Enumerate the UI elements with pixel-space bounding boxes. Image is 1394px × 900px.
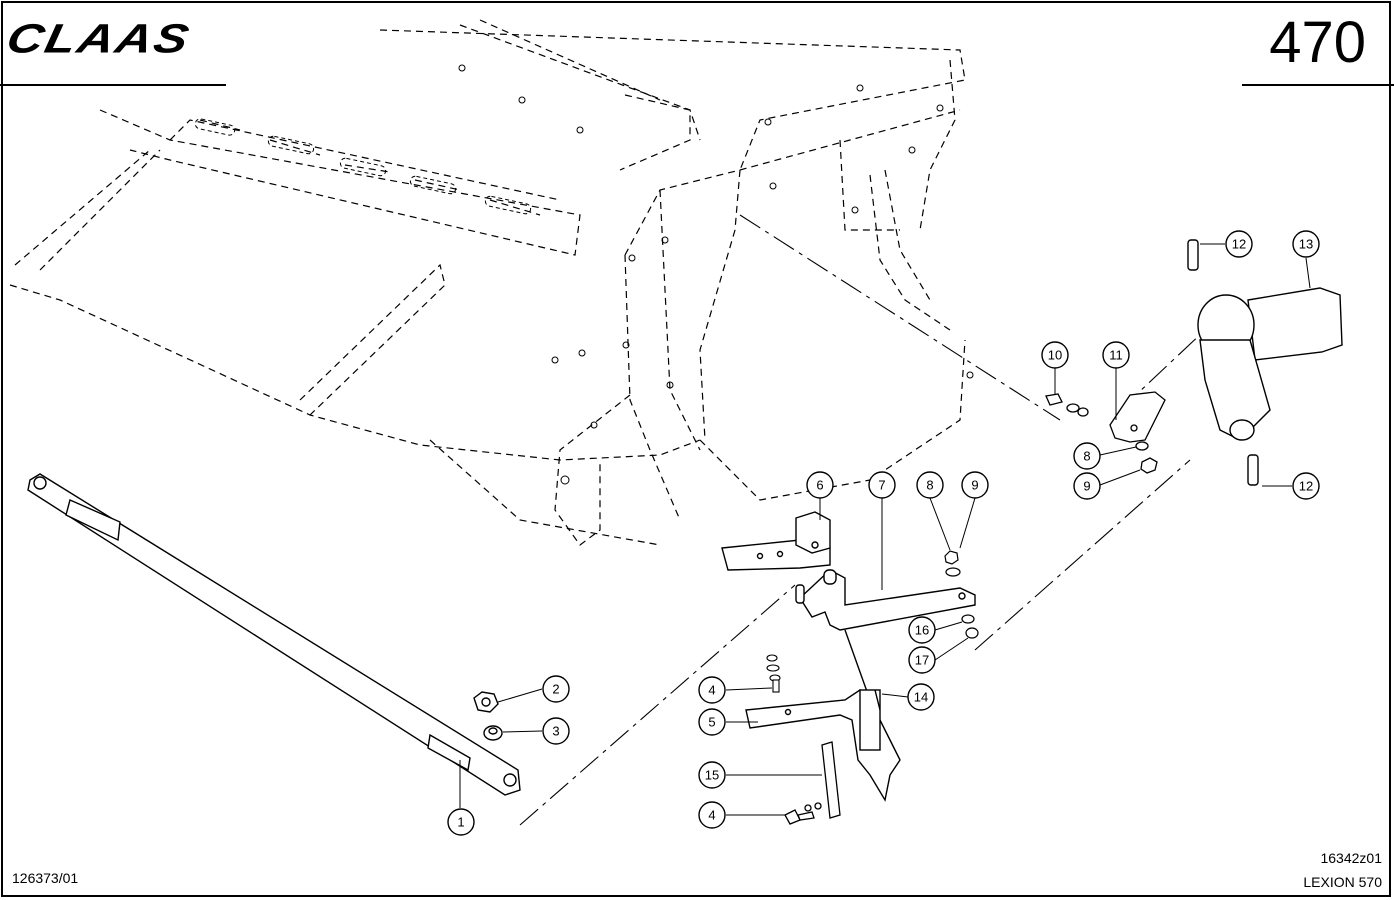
- callout-6: 6: [806, 471, 834, 499]
- svg-text:1: 1: [457, 815, 464, 830]
- callout-14: 14: [907, 683, 935, 711]
- svg-text:7: 7: [878, 478, 885, 493]
- model-name: LEXION 570: [1303, 874, 1382, 890]
- machine-frame-outline: [9, 19, 966, 546]
- tie-rod-part-1: [27, 473, 521, 796]
- svg-text:3: 3: [552, 724, 559, 739]
- svg-text:5: 5: [708, 715, 715, 730]
- plate-part-15: [784, 741, 841, 825]
- callout-12-top: 12: [1225, 230, 1253, 258]
- callout-13: 13: [1292, 230, 1320, 258]
- svg-text:13: 13: [1299, 237, 1313, 252]
- callout-5: 5: [698, 708, 726, 736]
- svg-text:15: 15: [705, 768, 719, 783]
- callout-3: 3: [542, 717, 570, 745]
- callout-leaders: [459, 243, 1311, 816]
- svg-text:4: 4: [708, 683, 715, 698]
- callout-17: 17: [908, 646, 936, 674]
- svg-text:8: 8: [926, 478, 933, 493]
- callout-12-bottom: 12: [1292, 472, 1320, 500]
- angle-bracket-part-5: [745, 689, 901, 802]
- callout-11: 11: [1102, 341, 1130, 369]
- nut-and-bushing: [473, 691, 503, 741]
- callout-8-lower: 8: [916, 471, 944, 499]
- svg-text:17: 17: [915, 653, 929, 668]
- callout-16: 16: [908, 616, 936, 644]
- svg-text:10: 10: [1048, 348, 1062, 363]
- bracket-part-11: [1045, 391, 1166, 474]
- callout-10: 10: [1041, 341, 1069, 369]
- callout-4-upper: 4: [698, 676, 726, 704]
- drawing-code: 16342z01: [1320, 850, 1382, 866]
- svg-text:8: 8: [1083, 449, 1090, 464]
- frame-holes: [458, 64, 974, 485]
- svg-text:11: 11: [1109, 348, 1123, 363]
- svg-text:9: 9: [1083, 479, 1090, 494]
- callout-15: 15: [698, 761, 726, 789]
- logo-rule: [0, 84, 226, 86]
- bolt-stack-part-4: [766, 654, 781, 693]
- svg-text:2: 2: [552, 682, 559, 697]
- svg-text:9: 9: [971, 478, 978, 493]
- svg-text:6: 6: [816, 478, 823, 493]
- callout-2: 2: [542, 675, 570, 703]
- bracket-part-6: [721, 511, 831, 571]
- svg-text:14: 14: [914, 690, 928, 705]
- callout-9-upper: 9: [1073, 472, 1101, 500]
- lever-arm-part-7: [795, 569, 976, 701]
- page-number: 470: [1269, 10, 1366, 75]
- svg-text:16: 16: [915, 623, 929, 638]
- page-number-rule: [1242, 84, 1394, 86]
- small-washers: [944, 550, 979, 639]
- callout-8-upper: 8: [1073, 442, 1101, 470]
- actuator-part-13: [1187, 239, 1343, 486]
- callout-9-lower: 9: [961, 471, 989, 499]
- frame-slots: [194, 118, 532, 215]
- callout-7: 7: [868, 471, 896, 499]
- callout-4-lower: 4: [698, 801, 726, 829]
- callout-1: 1: [447, 808, 475, 836]
- svg-text:12: 12: [1232, 237, 1246, 252]
- document-code: 126373/01: [12, 870, 79, 886]
- svg-text:4: 4: [708, 808, 715, 823]
- svg-text:12: 12: [1299, 479, 1313, 494]
- callout-balloons: 1 2 3 4 5 6 7 8 9 10 11 8 9 12 12 13 14 …: [447, 230, 1320, 836]
